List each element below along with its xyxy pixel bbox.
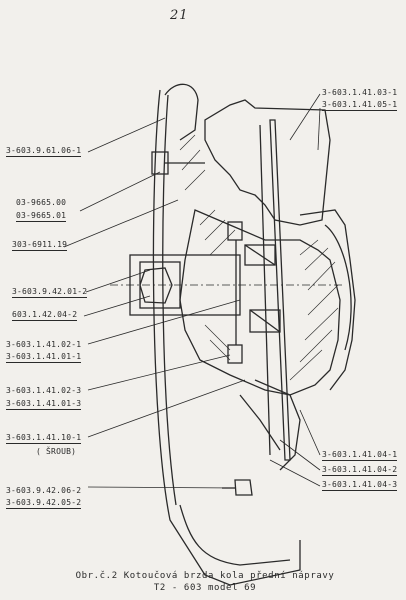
bolt-bottom xyxy=(227,344,243,364)
label-part-3-603-9-42-01-2: 3-603.9.42.01-2 xyxy=(12,287,88,298)
hub-body xyxy=(179,209,341,396)
rim-inner xyxy=(162,94,177,506)
brake-disc xyxy=(269,119,291,461)
label-part-3-603-1-41-10-1: 3-603.1.41.10-1 xyxy=(6,433,82,444)
figure-caption-line2: T2 - 603 model 69 xyxy=(153,583,257,593)
bolt-top xyxy=(227,221,243,241)
disc-face xyxy=(259,124,271,456)
label-sroub: ( ŠROUB) xyxy=(36,447,77,456)
label-part-303-6911-19: 303-6911.19 xyxy=(12,240,68,251)
label-part-03-9665-00: 03-9665.00 xyxy=(16,198,67,207)
wheel-bolt xyxy=(234,479,253,496)
rim-bottom xyxy=(179,504,291,566)
rim-top-curl xyxy=(164,83,199,141)
caliper-lower xyxy=(254,379,301,471)
wheel-rim xyxy=(152,89,301,586)
hub-flange xyxy=(299,209,356,391)
page-number: 21 xyxy=(170,8,189,23)
caliper-body xyxy=(204,99,331,226)
label-part-3-603-1-41-01-3: 3-603.1.41.01-3 xyxy=(6,399,82,410)
label-part-3-603-1-41-02-3: 3-603.1.41.02-3 xyxy=(6,386,82,395)
inner-bearing xyxy=(244,244,276,266)
outer-bearing xyxy=(249,309,281,333)
label-part-3-603-9-61-06-1: 3-603.9.61.06-1 xyxy=(6,146,82,157)
label-part-3-603-1-41-02-1: 3-603.1.41.02-1 xyxy=(6,340,82,349)
label-part-3-603-1-41-04-1: 3-603.1.41.04-1 xyxy=(322,450,398,461)
label-part-3-603-1-41-04-3: 3-603.1.41.04-3 xyxy=(322,480,398,491)
label-part-3-603-1-41-05-1: 3-603.1.41.05-1 xyxy=(322,100,398,111)
label-part-3-603-1-41-01-1: 3-603.1.41.01-1 xyxy=(6,352,82,363)
label-part-603-1-42-04-2: 603.1.42.04-2 xyxy=(12,310,78,321)
figure-caption-line1: Obr.č.2 Kotoučová brzda kola přední nápr… xyxy=(75,571,335,581)
label-part-3-603-9-42-05-2: 3-603.9.42.05-2 xyxy=(6,498,82,509)
label-part-3-603-1-41-04-2: 3-603.1.41.04-2 xyxy=(322,465,398,476)
label-part-3-603-1-41-03-1: 3-603.1.41.03-1 xyxy=(322,88,398,97)
axle-nut xyxy=(139,267,173,304)
label-part-03-9665-01: 03-9665.01 xyxy=(16,211,67,222)
label-part-3-603-9-42-06-2: 3-603.9.42.06-2 xyxy=(6,486,82,495)
